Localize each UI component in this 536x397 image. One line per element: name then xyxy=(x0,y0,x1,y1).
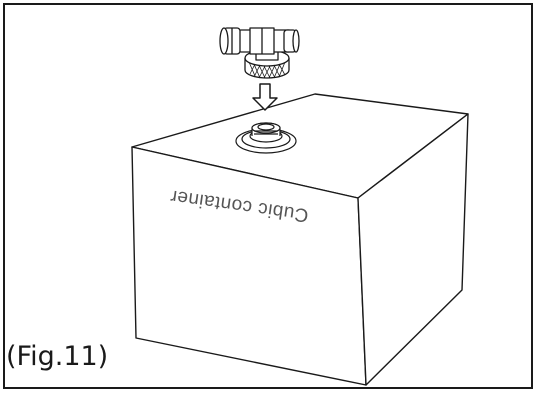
figure-caption: (Fig.11) xyxy=(6,341,109,372)
outer-border xyxy=(3,3,533,389)
cap-port-icon xyxy=(235,122,297,154)
tee-fitting-icon xyxy=(219,27,300,61)
cubic-container xyxy=(131,93,469,386)
down-arrow-icon xyxy=(252,83,278,111)
cube-right-face xyxy=(357,113,469,386)
